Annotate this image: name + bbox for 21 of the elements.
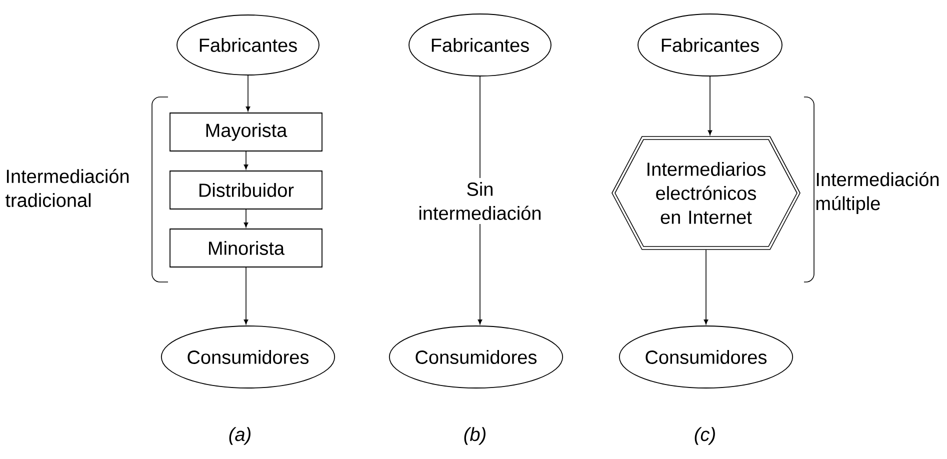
panel-label: (c) (694, 427, 715, 445)
panel-label: (b) (464, 427, 486, 445)
arrow (704, 249, 708, 324)
arrow (244, 151, 248, 170)
process-box: Mayorista (170, 112, 322, 152)
ellipse-node: Fabricantes (638, 14, 782, 76)
ellipse-node: Fabricantes (176, 14, 320, 76)
ellipse-node: Consumidores (160, 326, 336, 388)
ellipse-node: Consumidores (388, 326, 564, 388)
process-box: Distribuidor (170, 170, 322, 210)
hexagon-node: Intermediarios electrónicos en Internet (612, 136, 800, 250)
ellipse-node: Fabricantes (408, 14, 552, 76)
panel-label: (a) (229, 427, 250, 445)
process-box: Minorista (170, 228, 322, 268)
arrow (708, 76, 712, 136)
ellipse-node: Consumidores (618, 326, 794, 388)
arrow (246, 75, 250, 112)
edge-label: Sin intermediación (411, 178, 549, 224)
arrow (244, 209, 248, 228)
arrow (244, 267, 248, 324)
brace-label: Intermediación tradicional (6, 168, 129, 208)
